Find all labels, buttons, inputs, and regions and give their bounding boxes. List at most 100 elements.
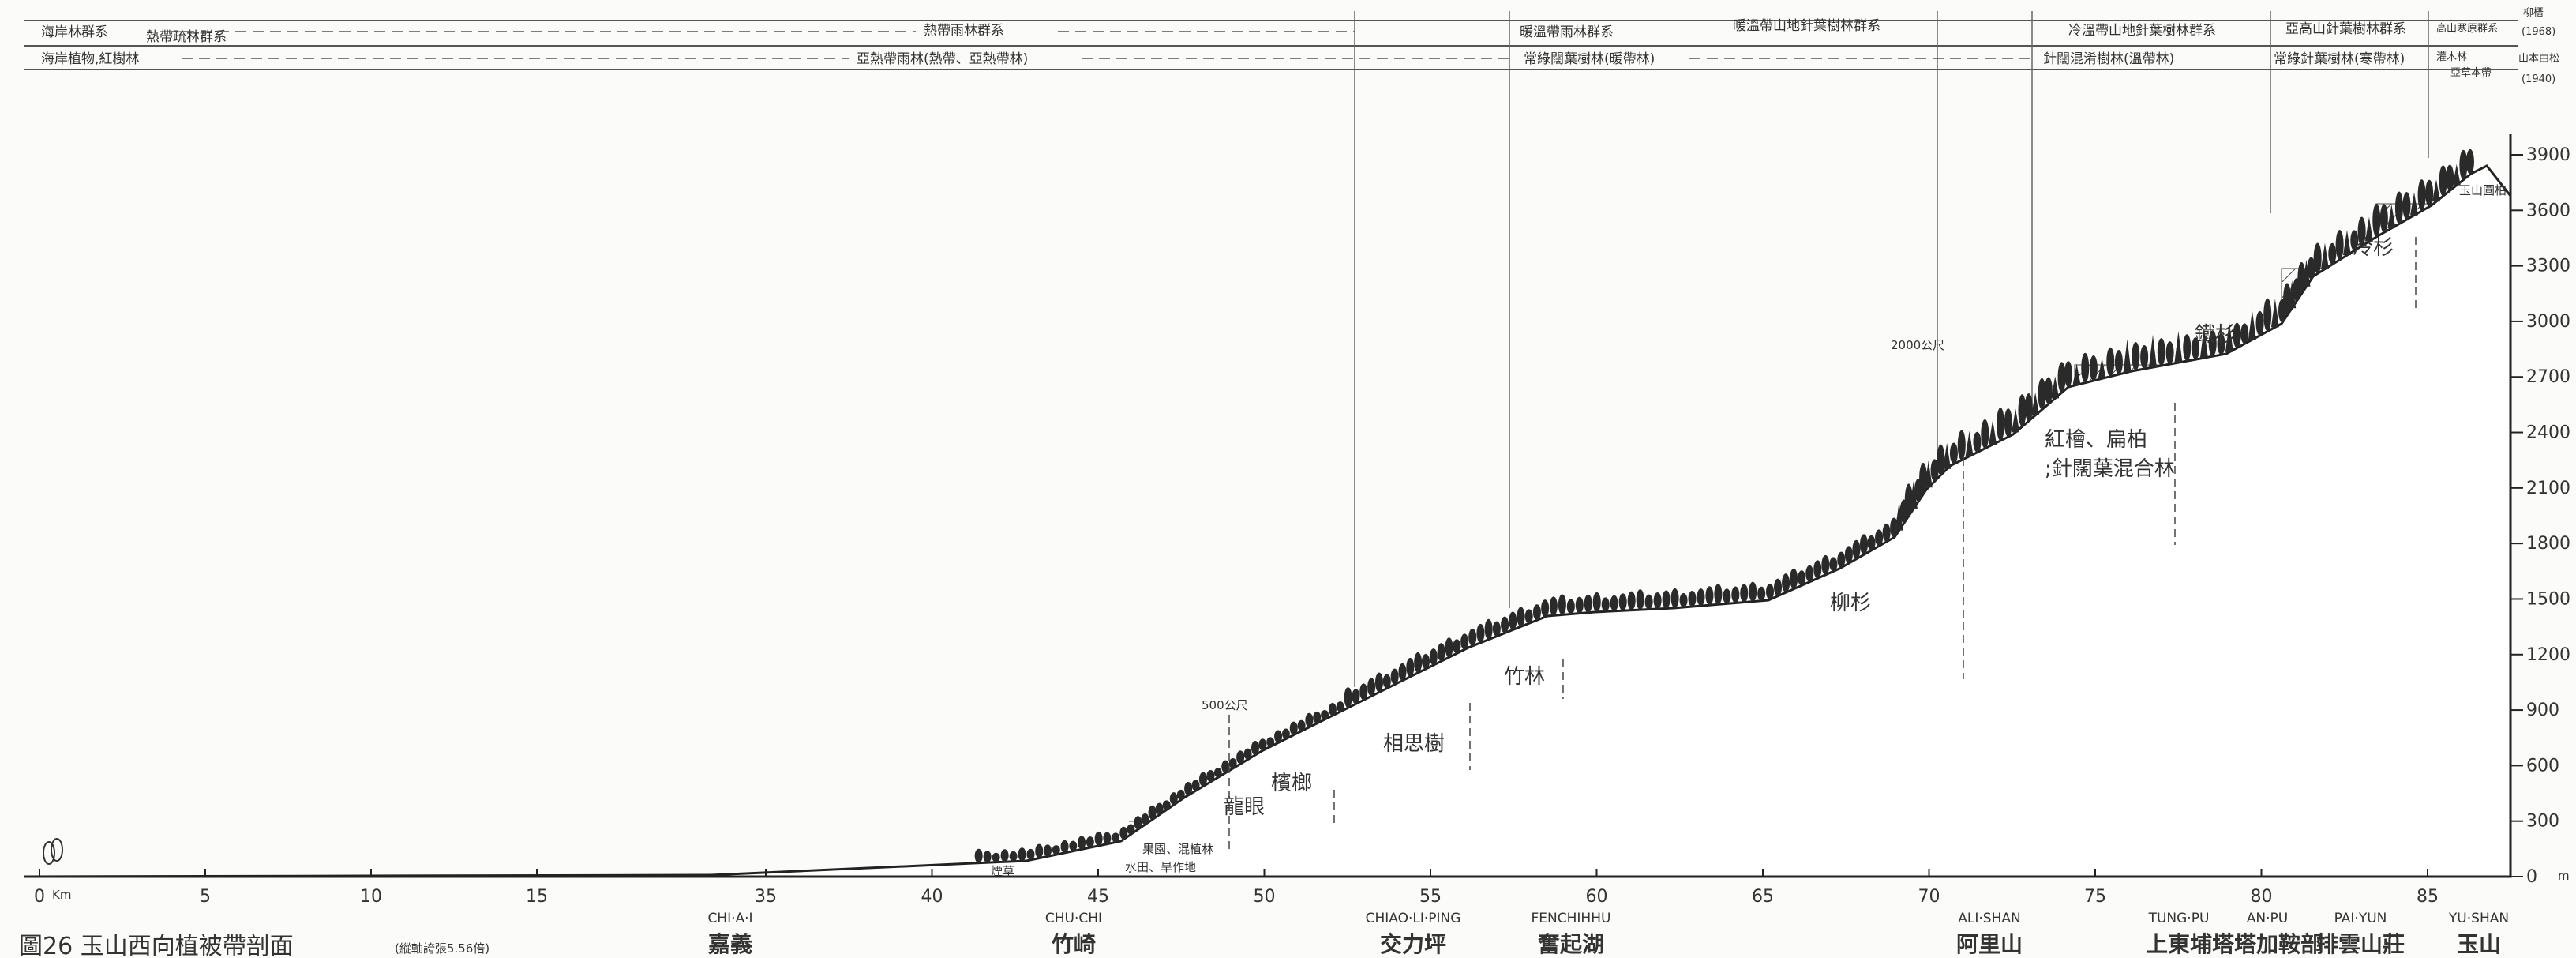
broadleaf-tree	[1213, 768, 1222, 778]
broadleaf-tree	[1859, 534, 1868, 555]
broadleaf-tree	[1297, 719, 1306, 731]
x-tick-label: 45	[1087, 887, 1109, 907]
broadleaf-tree	[1155, 802, 1164, 815]
broadleaf-tree	[1305, 712, 1314, 727]
broadleaf-tree	[1198, 772, 1207, 787]
x-tick-label: 85	[2417, 887, 2439, 907]
broadleaf-tree	[2057, 362, 2066, 393]
broadleaf-tree	[1837, 551, 1846, 568]
broadleaf-tree	[1445, 637, 1453, 658]
broadleaf-tree	[1243, 748, 1252, 760]
ref-liu-year: (1968)	[2522, 26, 2555, 38]
broadleaf-tree	[2446, 164, 2454, 191]
broadleaf-tree	[1610, 595, 1618, 611]
broadleaf-tree	[2132, 342, 2140, 371]
broadleaf-tree	[1169, 792, 1178, 806]
y-tick-label: 2400	[2526, 423, 2570, 443]
broadleaf-tree	[1973, 431, 1982, 453]
header-row1-cool-conifer: 冷溫帶山地針葉樹林群系	[2068, 23, 2216, 39]
y-tick-label: 0	[2526, 867, 2537, 887]
broadleaf-tree	[1867, 535, 1876, 550]
broadleaf-tree	[1009, 851, 1018, 862]
broadleaf-tree	[974, 848, 983, 863]
broadleaf-tree	[1653, 592, 1662, 610]
broadleaf-tree	[1714, 584, 1723, 605]
broadleaf-tree	[1524, 609, 1533, 624]
x-tick-label: 5	[200, 887, 211, 907]
broadleaf-tree	[1018, 847, 1026, 862]
broadleaf-tree	[1251, 741, 1259, 756]
broadleaf-tree	[2379, 204, 2388, 233]
zone-cypress: 紅檜、扁柏	[2045, 428, 2147, 452]
zone-fir: 冷杉	[2353, 236, 2394, 260]
broadleaf-tree	[2018, 394, 2027, 427]
broadleaf-tree	[2350, 230, 2359, 251]
ref-yamamoto: 山本由松	[2518, 53, 2559, 65]
broadleaf-tree	[1184, 781, 1193, 795]
broadleaf-tree	[1367, 678, 1376, 697]
broadleaf-tree	[1437, 643, 1445, 662]
broadleaf-tree	[1501, 616, 1509, 633]
broadleaf-tree	[1094, 831, 1103, 846]
y-axis-ticks: 0300600900120015001800210024002700300033…	[2510, 145, 2570, 887]
terrain-profile	[23, 164, 2512, 878]
broadleaf-tree	[1258, 738, 1267, 751]
x-tick-label: 40	[921, 887, 943, 907]
broadleaf-tree	[1757, 586, 1766, 601]
zone-hemlock: 鐵杉	[2195, 323, 2236, 347]
x-tick-label: 60	[1586, 887, 1608, 907]
place-roman: PAI·YUN	[2334, 911, 2387, 926]
place-name: 竹崎	[1051, 931, 1096, 957]
broadleaf-tree	[1592, 592, 1601, 612]
conifer-tree	[1965, 430, 1974, 456]
y-tick-label: 300	[2526, 812, 2559, 832]
broadleaf-tree	[1875, 529, 1884, 547]
broadleaf-tree	[2394, 191, 2403, 224]
broadleaf-tree	[2208, 330, 2217, 357]
broadleaf-tree	[2313, 242, 2322, 274]
broadleaf-tree	[2402, 192, 2411, 220]
broadleaf-tree	[1697, 588, 1705, 607]
header-row2-coastal: 海岸植物,紅樹林	[41, 51, 139, 67]
header-refs: 柳榗 (1968) 山本由松 (1940)	[2518, 7, 2559, 85]
y-tick-label: 3900	[2526, 145, 2570, 165]
place-name: 上東埔	[2146, 931, 2212, 957]
y-tick-label: 900	[2526, 701, 2559, 720]
place-labels: CHI·A·I嘉義CHU·CHI竹崎CHIAO·LI·PING交力坪FENCHI…	[707, 911, 2509, 957]
broadleaf-tree	[2024, 393, 2033, 422]
broadleaf-tree	[1266, 737, 1275, 747]
forest-canopy	[43, 148, 2474, 865]
broadleaf-tree	[1957, 430, 1966, 460]
place-roman: CHU·CHI	[1045, 911, 1102, 926]
broadleaf-tree	[2425, 179, 2434, 207]
broadleaf-tree	[1406, 657, 1415, 677]
broadleaf-tree	[1627, 591, 1636, 610]
broadleaf-tree	[1141, 813, 1149, 825]
broadleaf-tree	[1852, 539, 1861, 559]
broadleaf-tree	[1035, 843, 1044, 858]
x-tick-label: 80	[2251, 887, 2273, 907]
elevation-annotations: 500公尺 2000公尺	[1202, 338, 1944, 712]
broadleaf-tree	[1937, 444, 1945, 475]
broadleaf-tree	[1281, 728, 1290, 739]
broadleaf-tree	[1236, 750, 1245, 765]
y-tick-label: 3600	[2526, 201, 2570, 220]
broadleaf-tree	[1601, 597, 1610, 612]
header-dashes	[166, 31, 2037, 59]
y-tick-label: 3300	[2526, 257, 2570, 276]
x-tick-label: 75	[2084, 887, 2106, 907]
x-tick-label: 0	[34, 887, 45, 907]
conifer-tree	[1924, 460, 1933, 488]
broadleaf-tree	[1336, 701, 1344, 712]
conifer-tree	[2270, 299, 2279, 328]
broadleaf-tree	[2081, 352, 2090, 383]
zone-rice-field: 水田、旱作地	[1125, 860, 1196, 874]
x-tick-label: 50	[1254, 887, 1276, 907]
zone-bamboo: 竹林	[1504, 665, 1545, 689]
place-name: 奮起湖	[1538, 931, 1604, 957]
conifer-tree	[2148, 335, 2157, 368]
broadleaf-tree	[983, 851, 992, 863]
conifer-tree	[1895, 502, 1903, 531]
zone-juniper: 玉山圓柏	[2459, 183, 2507, 197]
broadleaf-tree	[2089, 355, 2098, 381]
